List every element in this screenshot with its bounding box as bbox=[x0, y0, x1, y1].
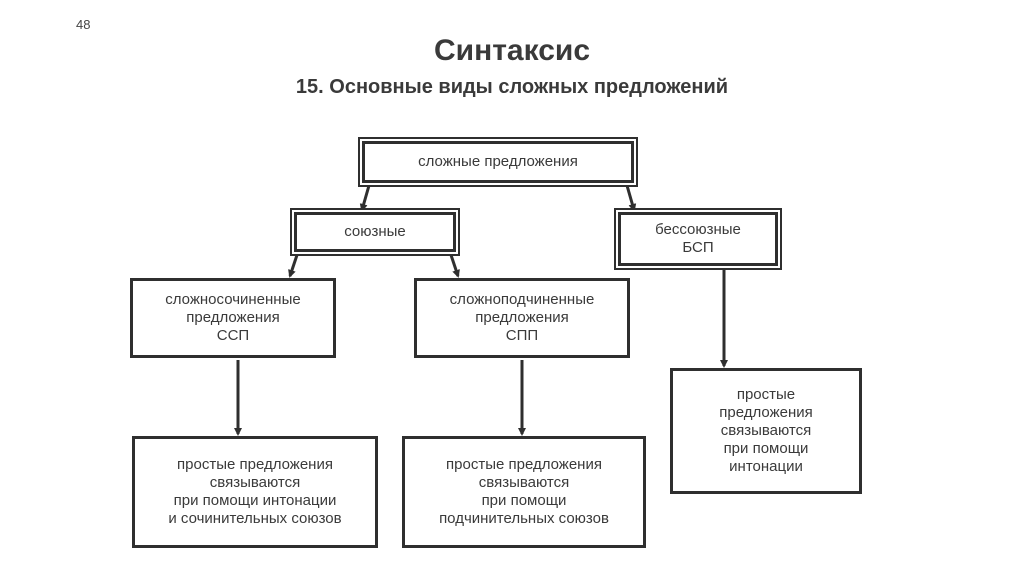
node-compound-sentences: сложносочиненные предложения ССП bbox=[130, 278, 336, 358]
node-complex-description-label: простые предложения связываются при помо… bbox=[439, 456, 609, 527]
node-non-conjunctive: бессоюзные БСП bbox=[618, 212, 778, 266]
node-conjunctive: союзные bbox=[294, 212, 456, 252]
node-compound-description-label: простые предложения связываются при помо… bbox=[168, 456, 342, 527]
node-complex-description: простые предложения связываются при помо… bbox=[402, 436, 646, 548]
edge-root-conjunctive bbox=[359, 181, 372, 212]
node-conjunctive-label: союзные bbox=[344, 223, 406, 240]
node-non-conjunctive-description-label: простые предложения связываются при помо… bbox=[719, 386, 813, 475]
page-title: Синтаксис bbox=[433, 34, 591, 67]
node-complex-sentences: сложные предложения bbox=[362, 141, 634, 183]
node-complex-sentences-label: сложные предложения bbox=[418, 153, 578, 170]
node-non-conjunctive-label: бессоюзные БСП bbox=[655, 221, 741, 256]
page-number: 48 bbox=[76, 18, 91, 29]
node-non-conjunctive-description: простые предложения связываются при помо… bbox=[670, 368, 862, 494]
edge-root-nonconjunctive bbox=[624, 181, 637, 212]
node-complex-subordinate-sentences-label: сложноподчиненные предложения СПП bbox=[449, 291, 595, 344]
node-compound-description: простые предложения связываются при помо… bbox=[132, 436, 378, 548]
node-complex-subordinate-sentences: сложноподчиненные предложения СПП bbox=[414, 278, 630, 358]
edge-conjunctive-compound bbox=[288, 251, 300, 278]
node-compound-sentences-label: сложносочиненные предложения ССП bbox=[165, 291, 301, 344]
edge-conjunctive-complex bbox=[448, 251, 460, 278]
page-subtitle: 15. Основные виды сложных предложений bbox=[295, 76, 729, 98]
